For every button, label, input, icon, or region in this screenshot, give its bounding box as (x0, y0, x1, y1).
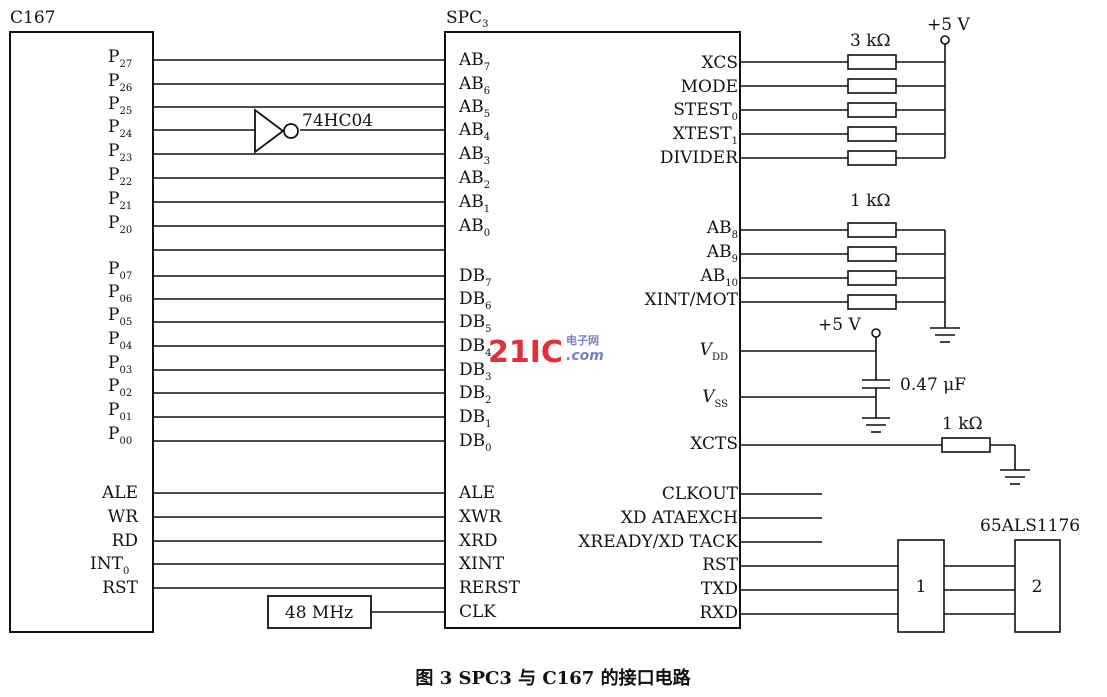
pin-ab8: AB8 (706, 218, 738, 241)
pin-ab10: AB10 (699, 266, 738, 289)
pin-ab4: AB4 (458, 120, 490, 143)
pin-p01: P01 (108, 400, 132, 423)
pin-xint: XINT (459, 554, 505, 574)
pin-ab5: AB5 (458, 97, 490, 120)
res-1k-label: 1 kΩ (850, 191, 891, 211)
pin-p00: P00 (108, 424, 132, 447)
pin-p23: P23 (108, 141, 132, 164)
pin-p07: P07 (108, 259, 132, 282)
pin-db7: DB7 (459, 266, 492, 289)
pin-db5: DB5 (459, 312, 492, 335)
pin-rerst: RERST (459, 578, 521, 598)
watermark-top: 电子网 (566, 333, 599, 347)
pin-clkout: CLKOUT (662, 484, 739, 504)
pin-ab9: AB9 (706, 242, 738, 265)
clock-label: 48 MHz (285, 603, 353, 623)
pin-p24: P24 (108, 117, 132, 140)
pin-rst: RST (102, 578, 138, 598)
xcts-resistor (740, 437, 1030, 485)
pin-xtest1: XTEST1 (673, 124, 738, 147)
supply-5v-mid: +5 V (818, 315, 861, 335)
pin-rd: RD (112, 531, 138, 551)
pin-rxd: RXD (699, 603, 738, 623)
rs485-section (740, 539, 1061, 633)
c167-ctrl-labels: ALE WR RD INT0 RST (90, 483, 139, 598)
spc3-title: SPC3 (446, 8, 488, 30)
pin-ab1: AB1 (458, 192, 490, 215)
res-xcts-label: 1 kΩ (942, 414, 983, 434)
pin-int0: INT0 (90, 554, 129, 577)
res-3k-label: 3 kΩ (850, 31, 891, 51)
figure-caption: 图 3 SPC3 与 C167 的接口电路 (415, 667, 691, 689)
pin-p25: P25 (108, 94, 132, 117)
pin-spc-ale: ALE (458, 483, 495, 503)
pin-ab3: AB3 (458, 144, 490, 167)
pin-p27: P27 (108, 47, 132, 70)
watermark-logo: 21IC 电子网 .com (488, 333, 604, 370)
pin-ab0: AB0 (458, 216, 490, 239)
pin-db1: DB1 (459, 407, 492, 430)
c167-p-pin-labels: P27 P26 P25 P24 P23 P22 P21 P20 P07 P06 … (108, 47, 132, 447)
spc3-chip (444, 31, 741, 629)
pin-p21: P21 (108, 189, 132, 212)
pin-txd: TXD (701, 579, 738, 599)
pin-divider: DIVIDER (660, 148, 739, 168)
address-bus-wires (153, 59, 445, 251)
pin-p20: P20 (108, 213, 132, 236)
inverter-74hc04 (254, 108, 299, 154)
pin-xwr: XWR (459, 507, 503, 527)
pin-p26: P26 (108, 71, 132, 94)
box-1-label: 1 (916, 577, 927, 597)
pin-ab7: AB7 (458, 50, 490, 73)
pin-p02: P02 (108, 376, 132, 399)
pin-p22: P22 (108, 165, 132, 188)
pin-ale: ALE (101, 483, 138, 503)
pin-xint-mot: XINT/MOT (645, 290, 739, 310)
pin-wr: WR (108, 507, 139, 527)
pin-xdataexch: XD ATAEXCH (621, 508, 738, 528)
box-2-label: 2 (1032, 577, 1043, 597)
inverter-label: 74HC04 (302, 111, 373, 131)
spc3-left-labels: AB7 AB6 AB5 AB4 AB3 AB2 AB1 AB0 DB7 DB6 … (458, 50, 521, 622)
pin-p04: P04 (108, 329, 132, 352)
spc3-right-labels: XCS MODE STEST0 XTEST1 DIVIDER AB8 AB9 A… (578, 53, 739, 623)
supply-5v-top: +5 V (927, 15, 970, 35)
pin-xrd: XRD (459, 531, 498, 551)
pin-clk: CLK (459, 602, 496, 622)
pullup-resistor-group (740, 35, 950, 166)
pin-mode: MODE (681, 77, 738, 97)
watermark-bottom: .com (566, 348, 604, 364)
vdd-vss-decoupling (740, 328, 890, 433)
pin-vss: VSS (702, 387, 728, 410)
pin-db3: DB3 (459, 360, 492, 383)
pin-p06: P06 (108, 282, 132, 305)
pin-vdd: VDD (700, 340, 728, 363)
data-bus-wires (153, 275, 445, 442)
pin-db4: DB4 (459, 336, 492, 359)
chip-65als1176-label: 65ALS1176 (980, 516, 1080, 536)
pin-xcts: XCTS (690, 434, 738, 454)
capacitor-label: 0.47 μF (900, 375, 966, 395)
pin-stest0: STEST0 (673, 100, 738, 123)
pin-xcs: XCS (702, 53, 738, 73)
pin-db2: DB2 (459, 383, 492, 406)
pulldown-resistor-group (740, 222, 960, 343)
pin-p05: P05 (108, 305, 132, 328)
pin-ab6: AB6 (458, 74, 490, 97)
pin-db6: DB6 (459, 289, 492, 312)
pin-db0: DB0 (459, 431, 492, 454)
c167-title: C167 (10, 8, 55, 28)
pin-xready: XREADY/XD TACK (578, 532, 738, 552)
pin-ab2: AB2 (458, 168, 490, 191)
watermark-main: 21IC (488, 335, 563, 370)
control-wires (153, 492, 445, 613)
pin-spc-rst: RST (702, 555, 738, 575)
pin-p03: P03 (108, 353, 132, 376)
clock-box (267, 595, 372, 629)
c167-chip (9, 31, 154, 633)
unconnected-stubs (740, 493, 822, 543)
